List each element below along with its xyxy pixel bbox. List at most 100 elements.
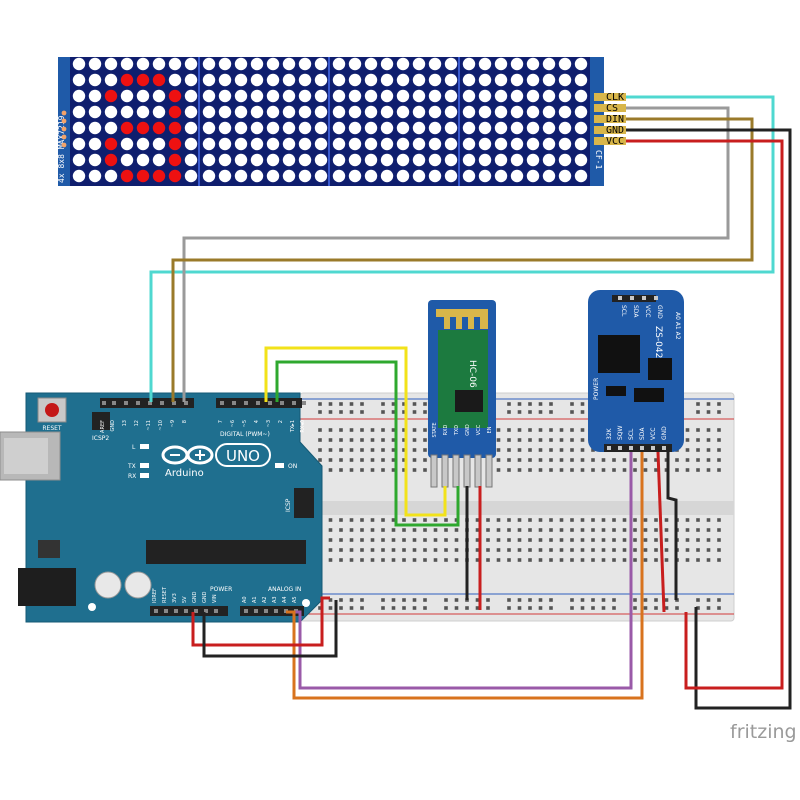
breadboard-hole[interactable]: [517, 448, 522, 452]
breadboard-hole[interactable]: [507, 606, 511, 610]
matrix-pin-gnd[interactable]: [594, 126, 626, 134]
breadboard-hole[interactable]: [402, 448, 406, 452]
breadboard-hole[interactable]: [706, 402, 711, 406]
breadboard-hole[interactable]: [643, 606, 648, 610]
breadboard-hole[interactable]: [328, 448, 333, 452]
breadboard-hole[interactable]: [423, 606, 427, 610]
rtc-bottom-pin[interactable]: [607, 446, 611, 450]
breadboard-hole[interactable]: [349, 538, 354, 542]
breadboard-hole[interactable]: [601, 598, 606, 602]
digital-pin[interactable]: [256, 401, 260, 405]
breadboard-hole[interactable]: [706, 438, 711, 442]
breadboard-hole[interactable]: [549, 598, 553, 602]
breadboard-hole[interactable]: [706, 528, 711, 532]
breadboard-hole[interactable]: [454, 606, 459, 610]
breadboard-hole[interactable]: [423, 458, 427, 462]
breadboard-hole[interactable]: [717, 548, 721, 552]
breadboard-hole[interactable]: [664, 528, 669, 532]
breadboard-hole[interactable]: [475, 598, 480, 602]
breadboard-hole[interactable]: [717, 468, 721, 472]
breadboard-hole[interactable]: [685, 558, 690, 562]
breadboard-hole[interactable]: [507, 428, 511, 432]
breadboard-hole[interactable]: [318, 448, 322, 452]
breadboard-hole[interactable]: [570, 468, 574, 472]
breadboard-hole[interactable]: [360, 410, 364, 414]
breadboard-hole[interactable]: [381, 548, 385, 552]
breadboard-hole[interactable]: [454, 598, 459, 602]
breadboard-hole[interactable]: [517, 410, 522, 414]
power-analog-pin[interactable]: [264, 609, 268, 613]
breadboard-hole[interactable]: [549, 548, 553, 552]
breadboard-hole[interactable]: [601, 468, 606, 472]
breadboard-hole[interactable]: [517, 558, 522, 562]
breadboard-hole[interactable]: [423, 468, 427, 472]
breadboard-hole[interactable]: [580, 606, 585, 610]
breadboard-hole[interactable]: [328, 598, 333, 602]
matrix-pin-vcc[interactable]: [594, 137, 626, 145]
breadboard-hole[interactable]: [696, 402, 700, 406]
breadboard-hole[interactable]: [370, 438, 375, 442]
breadboard-hole[interactable]: [580, 448, 585, 452]
breadboard-hole[interactable]: [538, 558, 543, 562]
breadboard-hole[interactable]: [654, 538, 658, 542]
breadboard-hole[interactable]: [412, 428, 417, 432]
breadboard-hole[interactable]: [517, 598, 522, 602]
breadboard-hole[interactable]: [591, 468, 595, 472]
breadboard-hole[interactable]: [318, 410, 322, 414]
breadboard-hole[interactable]: [370, 468, 375, 472]
breadboard-hole[interactable]: [517, 548, 522, 552]
breadboard-hole[interactable]: [664, 538, 669, 542]
rtc-top-pin[interactable]: [654, 296, 658, 300]
breadboard-hole[interactable]: [612, 548, 616, 552]
breadboard-hole[interactable]: [685, 538, 690, 542]
breadboard-hole[interactable]: [612, 558, 616, 562]
power-analog-pin[interactable]: [214, 609, 218, 613]
breadboard-hole[interactable]: [433, 538, 438, 542]
breadboard-hole[interactable]: [381, 528, 385, 532]
breadboard-hole[interactable]: [402, 468, 406, 472]
breadboard-hole[interactable]: [423, 428, 427, 432]
breadboard-hole[interactable]: [685, 528, 690, 532]
breadboard-hole[interactable]: [538, 598, 543, 602]
breadboard-hole[interactable]: [559, 548, 564, 552]
breadboard-hole[interactable]: [496, 458, 501, 462]
breadboard-hole[interactable]: [549, 402, 553, 406]
breadboard-hole[interactable]: [601, 528, 606, 532]
breadboard-hole[interactable]: [328, 558, 333, 562]
breadboard-hole[interactable]: [643, 598, 648, 602]
hc06-pin[interactable]: [485, 454, 493, 488]
power-analog-pin[interactable]: [204, 609, 208, 613]
wire-scl-orange[interactable]: [286, 452, 644, 700]
breadboard-hole[interactable]: [559, 518, 564, 522]
breadboard-hole[interactable]: [339, 402, 343, 406]
breadboard-hole[interactable]: [580, 598, 585, 602]
digital-pin[interactable]: [280, 401, 284, 405]
breadboard-hole[interactable]: [622, 558, 627, 562]
breadboard-hole[interactable]: [475, 518, 480, 522]
breadboard-hole[interactable]: [622, 458, 627, 462]
wire-cs[interactable]: [182, 106, 730, 402]
breadboard-hole[interactable]: [601, 548, 606, 552]
breadboard-hole[interactable]: [633, 548, 637, 552]
power-analog-pin[interactable]: [254, 609, 258, 613]
breadboard-hole[interactable]: [423, 402, 427, 406]
digital-pin[interactable]: [160, 401, 164, 405]
breadboard-hole[interactable]: [685, 548, 690, 552]
breadboard-hole[interactable]: [549, 410, 553, 414]
breadboard-hole[interactable]: [696, 518, 700, 522]
breadboard-hole[interactable]: [328, 410, 333, 414]
breadboard-hole[interactable]: [402, 518, 406, 522]
digital-pin[interactable]: [232, 401, 236, 405]
breadboard-hole[interactable]: [507, 402, 511, 406]
breadboard-hole[interactable]: [612, 468, 616, 472]
breadboard-hole[interactable]: [528, 468, 532, 472]
wire-clk[interactable]: [149, 95, 775, 402]
breadboard-hole[interactable]: [339, 558, 343, 562]
breadboard-hole[interactable]: [412, 402, 417, 406]
breadboard-hole[interactable]: [339, 538, 343, 542]
breadboard-hole[interactable]: [360, 598, 364, 602]
breadboard-hole[interactable]: [507, 548, 511, 552]
breadboard-hole[interactable]: [528, 402, 532, 406]
breadboard-hole[interactable]: [360, 558, 364, 562]
breadboard-hole[interactable]: [391, 448, 396, 452]
